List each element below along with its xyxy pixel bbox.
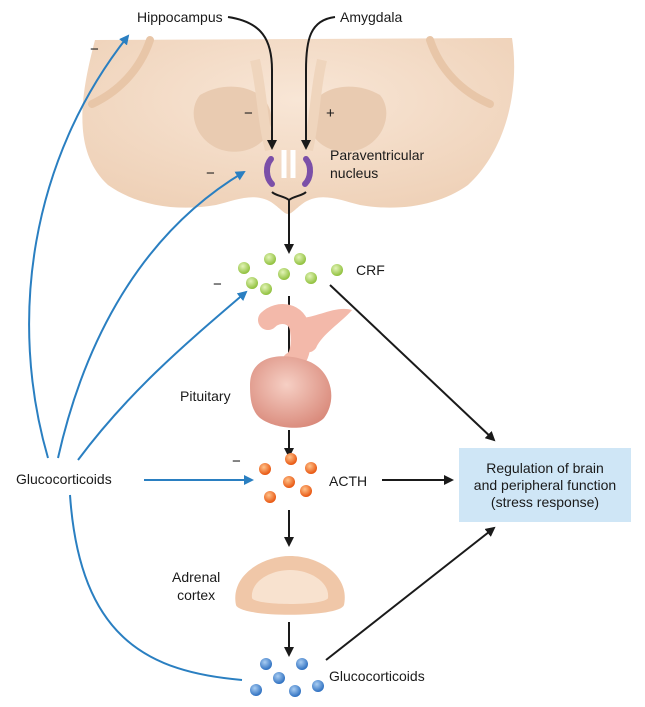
adrenal-cortex-illustration (235, 556, 345, 615)
amygdala-label: Amygdala (340, 9, 402, 26)
acth-label: ACTH (329, 473, 367, 490)
glucocorticoids-to-regulation-arrow (326, 528, 494, 660)
pituitary-illustration (250, 309, 352, 428)
acth-molecules (259, 453, 317, 503)
pvn-feedback-sign: − (206, 166, 215, 181)
glucocorticoids-left-label: Glucocorticoids (16, 471, 112, 488)
adrenal-cortex-label: Adrenal cortex (172, 568, 220, 604)
brain-section-illustration (82, 38, 514, 214)
hippocampus-input-sign: − (244, 106, 253, 121)
crf-molecules (238, 253, 343, 295)
crf-label: CRF (356, 262, 385, 279)
pituitary-label: Pituitary (180, 388, 231, 405)
regulation-label: Regulation of brain and peripheral funct… (474, 460, 616, 511)
regulation-box: Regulation of brain and peripheral funct… (459, 448, 631, 522)
crf-to-regulation-arrow (330, 285, 494, 440)
pvn-label: Paraventricular nucleus (330, 146, 424, 182)
hippocampus-label: Hippocampus (137, 9, 223, 26)
hippocampus-feedback-sign: − (90, 42, 99, 57)
feedback-to-crf-arrow (78, 292, 246, 460)
acth-feedback-sign: − (232, 454, 241, 469)
feedback-to-pvn-arrow (58, 172, 244, 458)
crf-feedback-sign: − (213, 277, 222, 292)
amygdala-input-sign: + (326, 106, 335, 121)
glucocorticoid-molecules (250, 658, 324, 697)
glucocorticoids-bottom-label: Glucocorticoids (329, 668, 425, 685)
